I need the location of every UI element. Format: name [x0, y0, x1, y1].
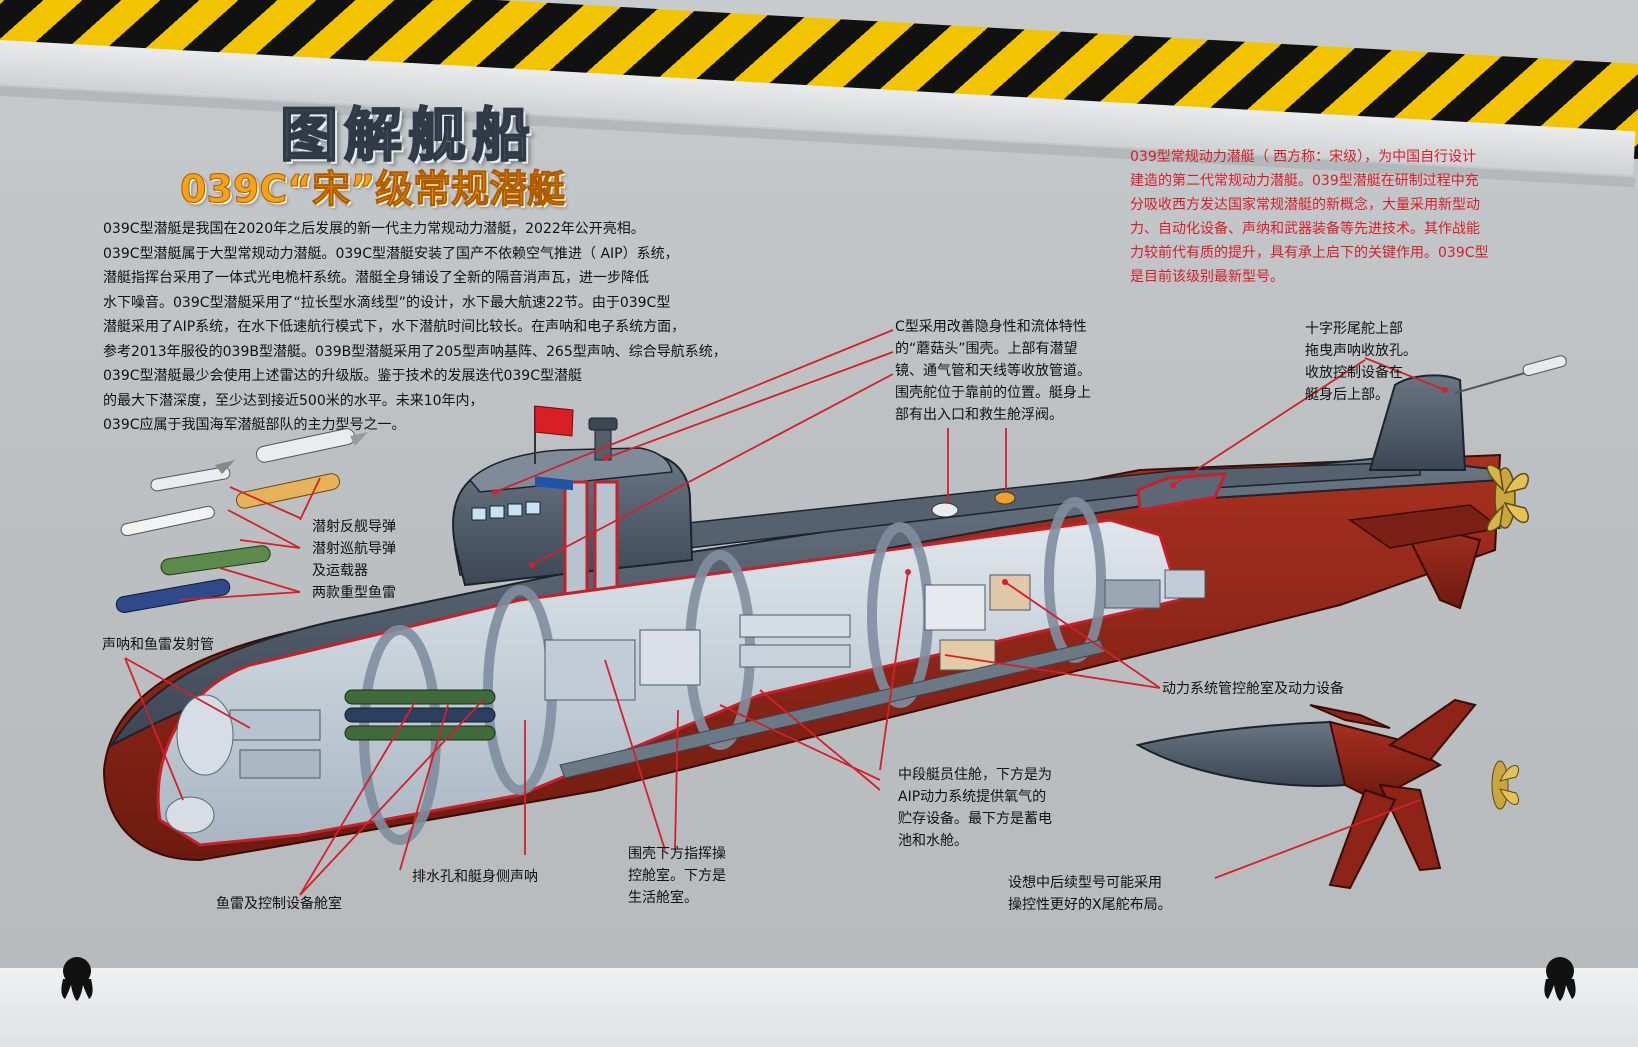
label-line: 围壳舵位于靠前的位置。艇身上	[895, 385, 1091, 401]
cruise-missile	[235, 473, 341, 509]
label-sonar-tubes: 声呐和鱼雷发射管	[102, 634, 214, 656]
label-drain-sonar: 排水孔和艇身侧声呐	[412, 866, 538, 888]
page-title: 图解舰船	[279, 100, 537, 170]
battery-deck	[559, 639, 1106, 779]
note-line: 力、自动化设备、声纳和武器装备等先进技术。其作战能	[1130, 221, 1480, 237]
intro-line: 参考2013年服役的039B型潜艇。039B型潜艇采用了205型声呐基阵、265…	[103, 343, 727, 360]
x-rudder-fin	[1387, 698, 1477, 762]
intro-line: 039C应属于我国海军潜艇部队的主力型号之一。	[103, 417, 406, 433]
tail-upper-rudder	[1368, 374, 1467, 471]
label-line: 生活舱室。	[628, 890, 698, 906]
label-line: 潜射反舰导弹	[312, 519, 396, 535]
label-line: 操控性更好的X尾舵布局。	[1008, 897, 1172, 913]
callout-lines	[124, 329, 1446, 896]
label-line: 设想中后续型号可能采用	[1008, 875, 1162, 891]
interior-equipment	[229, 569, 1206, 779]
note-line: 分吸收西方发达国家常规潜艇的新概念，大量采用新型动	[1130, 197, 1480, 213]
towed-sonar-hatch	[1136, 472, 1228, 512]
cruise-missile-carrier	[150, 460, 235, 492]
mast-tube	[593, 480, 619, 598]
label-line: 拖曳声呐收放孔。	[1305, 343, 1417, 359]
intro-text: 039C型潜艇是我国在2020年之后发展的新一代主力常规动力潜艇，2022年公开…	[103, 217, 743, 438]
label-line: 贮存设备。最下方是蓄电	[898, 811, 1052, 827]
label-line: 及运载器	[312, 563, 368, 579]
naval-flag	[534, 405, 574, 491]
anti-ship-missile	[255, 428, 368, 463]
label-line: AIP动力系统提供氧气的	[898, 789, 1047, 805]
tail-horizontal-fin	[1347, 504, 1502, 549]
page-subtitle: 039C“宋”级常规潜艇	[179, 167, 566, 212]
label-line: 镜、通气管和天线等收放管道。	[895, 363, 1091, 379]
periscope-mast	[594, 425, 612, 461]
weapon-missiles	[115, 428, 368, 613]
label-line: 控舱室。下方是	[628, 868, 726, 884]
footer-band	[0, 968, 1638, 1047]
octopus-icon	[61, 957, 93, 1001]
label-line: 部有出入口和救生舱浮阀。	[895, 407, 1063, 423]
label-line: 艇身后上部。	[1305, 387, 1389, 403]
label-line: 声呐和鱼雷发射管	[102, 637, 214, 653]
torpedo-rack	[344, 689, 496, 741]
octopus-icon	[1544, 957, 1576, 1001]
label-line: 的“蘑菇头”围壳。上部有潜望	[895, 341, 1078, 357]
x-rudder-concept	[1135, 698, 1520, 890]
x-rudder-fin	[1328, 788, 1397, 890]
intro-line: 039C型潜艇最少会使用上述雷达的升级版。鉴于技术的发展迭代039C型潜艇	[103, 368, 582, 384]
towed-sonar-array	[1454, 355, 1567, 394]
heavy-torpedo-blue	[115, 578, 231, 613]
label-line: 排水孔和艇身侧声呐	[412, 869, 538, 885]
intro-line: 潜艇指挥台采用了一体式光电桅杆系统。潜艇全身铺设了全新的隔音消声瓦，进一步降低	[103, 270, 649, 286]
label-towed-sonar: 十字形尾舵上部 拖曳声呐收放孔。 收放控制设备在 艇身后上部。	[1305, 318, 1417, 406]
label-line: 两款重型鱼雷	[312, 585, 396, 601]
intro-line: 潜艇采用了AIP系统，在水下低速航行模式下，水下潜航时间比较长。在声呐和电子系统…	[103, 319, 686, 335]
label-line: 围壳下方指挥操	[628, 846, 726, 862]
x-rudder-fin	[1309, 704, 1391, 729]
note-line: 力较前代有质的提升，具有承上启下的关键作用。039C型	[1130, 245, 1489, 261]
carrier-missile	[120, 505, 215, 537]
sail-windows	[471, 501, 541, 521]
label-line: 鱼雷及控制设备舱室	[216, 896, 342, 912]
label-command-room: 围壳下方指挥操 控舱室。下方是 生活舱室。	[628, 843, 726, 909]
intro-line: 的最大下潜深度，至少达到接近500米的水平。未来10年内，	[103, 392, 484, 409]
label-crew-quarters: 中段艇员住舱，下方是为 AIP动力系统提供氧气的 贮存设备。最下方是蓄电 池和水…	[898, 764, 1052, 852]
label-line: 动力系统管控舱室及动力设备	[1162, 681, 1344, 697]
label-weapons: 潜射反舰导弹 潜射巡航导弹 及运载器 两款重型鱼雷	[312, 516, 396, 604]
note-line: 039型常规动力潜艇（ 西方称：宋级），为中国自行设计	[1130, 149, 1477, 165]
propeller	[1486, 464, 1529, 532]
intro-line: 039C型潜艇是我国在2020年之后发展的新一代主力常规动力潜艇，2022年公开…	[103, 221, 645, 237]
label-line: 潜射巡航导弹	[312, 541, 396, 557]
intro-line: 水下噪音。039C型潜艇采用了“拉长型水滴线型”的设计，水下最大航速22节。由于…	[103, 294, 671, 311]
label-torpedo-room: 鱼雷及控制设备舱室	[216, 893, 342, 915]
class-history-note: 039型常规动力潜艇（ 西方称：宋级），为中国自行设计 建造的第二代常规动力潜艇…	[1130, 145, 1540, 289]
hull-deck	[454, 461, 1421, 576]
label-line: 中段艇员住舱，下方是为	[898, 767, 1052, 783]
deck-hatch	[931, 502, 959, 518]
label-line: 十字形尾舵上部	[1305, 321, 1403, 337]
label-line: 池和水舱。	[898, 833, 968, 849]
label-line: C型采用改善隐身性和流体特性	[895, 319, 1087, 335]
label-power-room: 动力系统管控舱室及动力设备	[1162, 678, 1344, 700]
label-line: 收放控制设备在	[1305, 365, 1403, 381]
intro-line: 039C型潜艇属于大型常规动力潜艇。039C型潜艇安装了国产不依赖空气推进（ A…	[103, 245, 679, 262]
label-x-rudder: 设想中后续型号可能采用 操控性更好的X尾舵布局。	[1008, 872, 1172, 916]
mast-tube	[563, 480, 589, 598]
sonar-array-bow	[165, 694, 234, 834]
rescue-buoy	[994, 491, 1016, 505]
label-sail: C型采用改善隐身性和流体特性 的“蘑菇头”围壳。上部有潜望 镜、通气管和天线等收…	[895, 316, 1091, 426]
callout-dots	[492, 387, 1448, 585]
note-line: 是目前该级别最新型号。	[1130, 269, 1284, 285]
heavy-torpedo-green	[160, 545, 271, 576]
x-rudder-fin	[1378, 783, 1442, 872]
note-line: 建造的第二代常规动力潜艇。039型潜艇在研制过程中充	[1130, 173, 1479, 189]
